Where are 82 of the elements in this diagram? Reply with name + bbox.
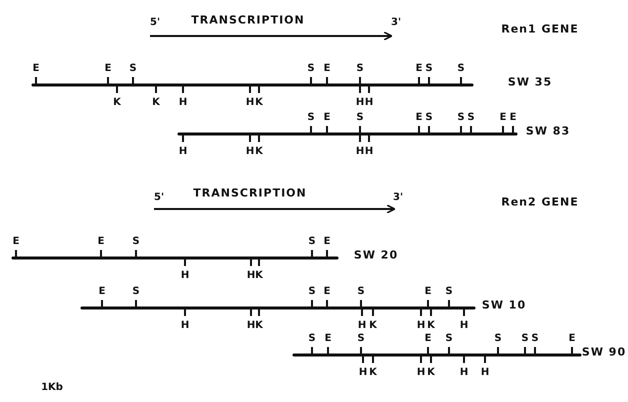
site-letter: S (425, 113, 433, 123)
site-letter: K (427, 321, 435, 331)
site-letter: K (369, 368, 377, 378)
site-letter: E (324, 113, 330, 123)
site-letter: S (494, 334, 502, 344)
site-letter: S (129, 64, 137, 74)
site-letter: H (460, 321, 468, 331)
site-letter: S (521, 334, 529, 344)
site-letter: H (180, 271, 190, 281)
site-letter: H (480, 368, 490, 378)
end-label: 5' (150, 18, 160, 28)
site-letter: H (364, 98, 374, 108)
site-letter: S (356, 113, 364, 123)
site-letter: S (457, 64, 465, 74)
site-letter: H (356, 98, 364, 108)
site-letter: H (460, 368, 468, 378)
gene-label: Ren1 GENE (501, 24, 579, 34)
site-letter: S (307, 64, 315, 74)
site-letter: E (324, 237, 330, 247)
site-letter: S (445, 334, 453, 344)
site-letter: E (424, 287, 432, 297)
scale-label: 1Kb (41, 383, 63, 393)
site-letter: H (416, 368, 426, 378)
site-letter: S (307, 113, 315, 123)
site-letter: S (531, 334, 539, 344)
end-label: 3' (390, 18, 402, 28)
end-label: 3' (392, 193, 404, 203)
site-letter: H (180, 321, 190, 331)
site-letter: E (98, 237, 104, 247)
site-letter: E (32, 64, 40, 74)
site-letter: E (416, 113, 422, 123)
direction-label: TRANSCRIPTION (191, 14, 305, 26)
site-letter: H (178, 98, 188, 108)
site-letter: K (255, 271, 263, 281)
site-letter: S (357, 287, 365, 297)
clone-label: SW 20 (354, 250, 398, 260)
site-letter: S (308, 334, 316, 344)
clone-label: SW 83 (526, 126, 570, 136)
site-letter: E (98, 287, 106, 297)
site-letter: H (178, 147, 188, 157)
clone-label: SW 10 (482, 300, 526, 310)
site-letter: K (255, 321, 263, 331)
site-letter: S (132, 237, 140, 247)
site-letter: E (510, 113, 516, 123)
site-letter: S (308, 237, 316, 247)
site-letter: H (246, 321, 256, 331)
site-letter: H (358, 368, 368, 378)
clone-label: SW 35 (508, 76, 552, 88)
site-letter: K (255, 98, 263, 108)
site-letter: K (113, 98, 121, 108)
site-letter: E (500, 113, 506, 123)
site-letter: S (132, 287, 140, 297)
site-letter: H (246, 147, 254, 157)
site-letter: H (416, 321, 426, 331)
site-letter: H (356, 147, 364, 157)
site-letter: H (246, 271, 256, 281)
direction-label: TRANSCRIPTION (193, 188, 307, 198)
site-letter: K (427, 368, 435, 378)
site-letter: S (467, 113, 475, 123)
site-letter: S (445, 287, 453, 297)
site-letter: H (358, 321, 366, 331)
site-letter: S (425, 64, 433, 74)
gene-label: Ren2 GENE (501, 196, 579, 208)
site-letter: E (104, 64, 112, 74)
site-letter: S (308, 287, 316, 297)
site-letter: E (416, 64, 422, 74)
site-letter: S (357, 334, 365, 344)
site-letter: K (369, 321, 377, 331)
end-label: 5' (154, 193, 164, 203)
site-letter: E (324, 64, 330, 74)
site-letter: E (324, 287, 330, 297)
site-letter: E (12, 237, 20, 247)
site-letter: K (152, 98, 160, 108)
site-letter: E (568, 334, 576, 344)
site-letter: H (364, 147, 374, 157)
site-letter: H (246, 98, 254, 108)
site-letter: S (457, 113, 465, 123)
site-letter: K (255, 147, 263, 157)
site-letter: E (324, 334, 332, 344)
site-letter: E (424, 334, 432, 344)
clone-label: SW 90 (582, 346, 626, 358)
site-letter: S (356, 64, 364, 74)
